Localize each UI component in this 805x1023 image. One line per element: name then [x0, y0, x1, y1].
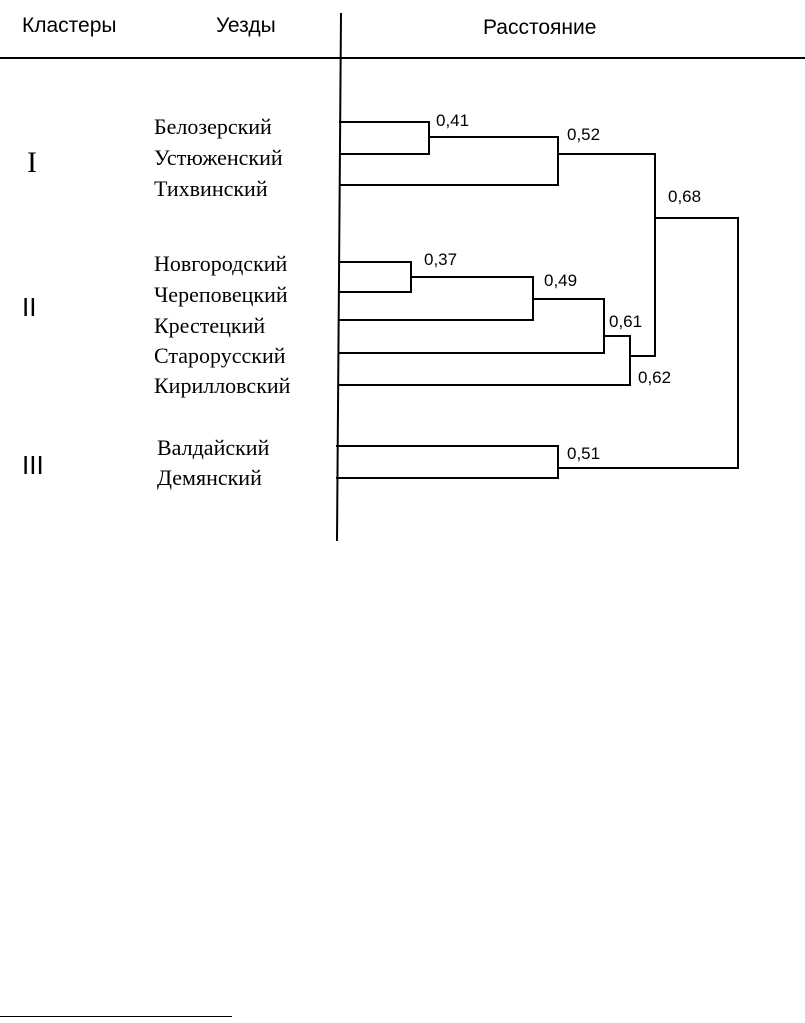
footnote-rule — [0, 1016, 232, 1017]
distance-label-068: 0,68 — [668, 188, 701, 205]
link-0-68 — [558, 218, 738, 468]
link-0-49 — [340, 277, 533, 320]
distance-label-049: 0,49 — [544, 272, 577, 289]
distance-label-041: 0,41 — [436, 112, 469, 129]
link-0-37 — [340, 262, 411, 292]
link-0-41 — [340, 122, 429, 154]
distance-label-052: 0,52 — [567, 126, 600, 143]
distance-label-037: 0,37 — [424, 251, 457, 268]
link-0-52 — [340, 137, 558, 185]
distance-label-061: 0,61 — [609, 313, 642, 330]
distance-label-051: 0,51 — [567, 445, 600, 462]
link-0-61 — [340, 299, 604, 353]
divider-line — [337, 14, 341, 540]
distance-label-062: 0,62 — [638, 369, 671, 386]
link-0-62 — [340, 336, 630, 385]
link-0-51 — [337, 446, 558, 478]
dendrogram — [0, 0, 805, 560]
